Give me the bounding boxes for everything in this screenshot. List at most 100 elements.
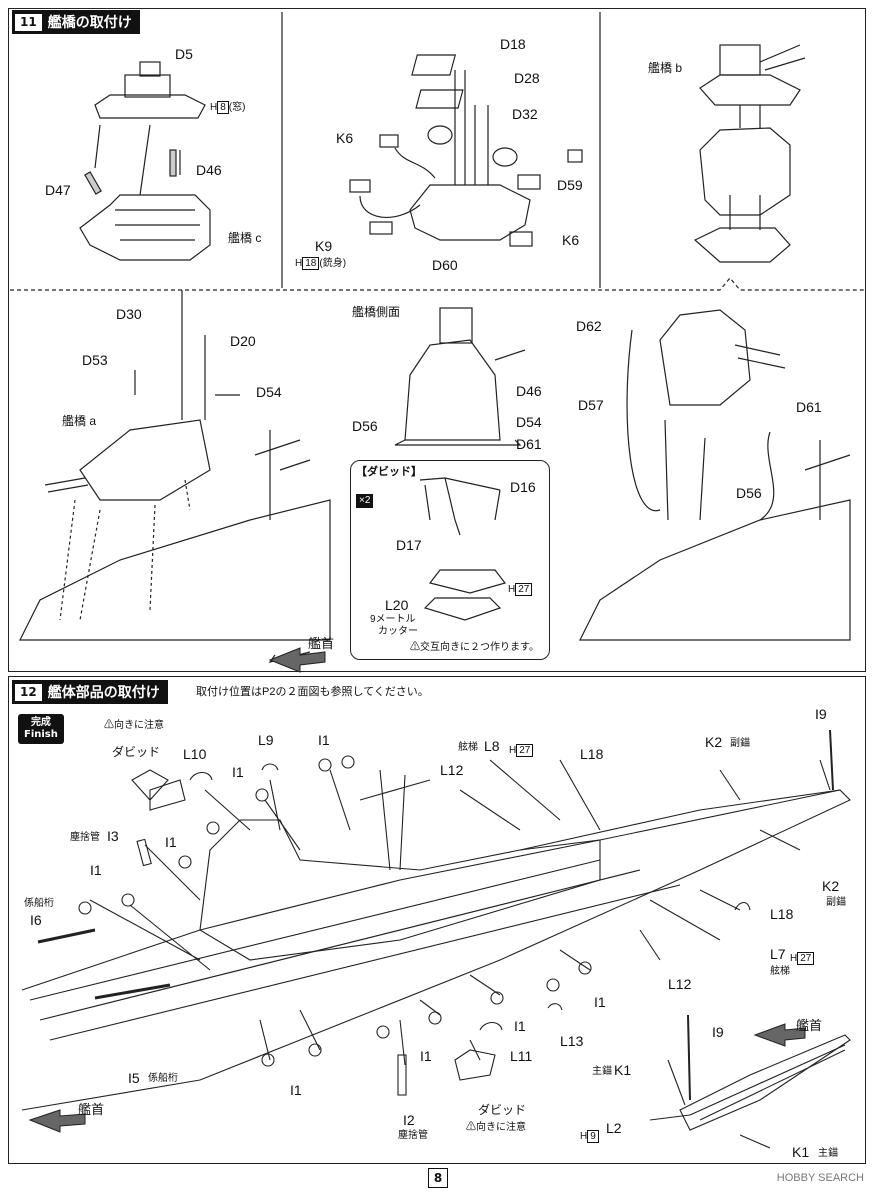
- ladder-label: 舷梯: [458, 742, 478, 753]
- part-d30-label: D30: [116, 306, 142, 322]
- davit-d17-label: D17: [396, 537, 422, 553]
- part-i1-label-b: I1: [232, 764, 244, 780]
- main-anchor-label-b: 主錨: [818, 1148, 838, 1159]
- part-k2-label-b: K2: [822, 878, 840, 894]
- finish-en: Finish: [24, 729, 58, 740]
- k2-note-a: 副錨: [730, 738, 750, 749]
- side-d56-label: D56: [352, 418, 378, 434]
- part-d59-label: D59: [557, 177, 583, 193]
- davit-x2-badge: ×2: [356, 494, 374, 508]
- part-d5-label: D5: [175, 46, 193, 62]
- part-d62-label: D62: [576, 318, 602, 334]
- part-l7-label: L7: [770, 946, 786, 962]
- part-i1-label-f: I1: [514, 1018, 526, 1034]
- part-d32-label: D32: [512, 106, 538, 122]
- part-i3-label: I3: [107, 828, 119, 844]
- part-l10-label: L10: [183, 746, 207, 762]
- side-d61-label: D61: [516, 436, 542, 452]
- part-k1-label-b: K1: [792, 1144, 810, 1160]
- dust-pipe-label: 塵捨管: [70, 832, 100, 843]
- part-d57-label: D57: [578, 397, 604, 413]
- warning-icon: ⚠: [466, 1122, 476, 1133]
- l7-h27-number: 27: [797, 952, 815, 965]
- davit-h27-number: 27: [515, 583, 533, 596]
- dust-pipe-label-b: 塵捨管: [398, 1130, 428, 1141]
- step12-header: 12 艦体部品の取付け: [12, 680, 168, 704]
- h8-number: 8: [217, 101, 229, 114]
- step11-title: 艦橋の取付け: [47, 15, 132, 31]
- part-i1-label-e: I1: [594, 994, 606, 1010]
- part-d20-label: D20: [230, 333, 256, 349]
- part-i1-label-a: I1: [318, 732, 330, 748]
- watermark: HOBBY SEARCH: [776, 1172, 864, 1184]
- davit-warn-label: ⚠向きに注意: [104, 720, 164, 732]
- part-l2-label: L2: [606, 1120, 622, 1136]
- bridge-side-title: 艦橋側面: [352, 305, 401, 319]
- step12-title: 艦体部品の取付け: [47, 685, 160, 701]
- step11-frame: [8, 8, 866, 672]
- l8-h27-number: 27: [516, 744, 534, 757]
- davit-title: 【ダビッド】: [356, 466, 422, 478]
- davit-warn-text-b: 向きに注意: [476, 1122, 526, 1133]
- part-d47-label: D47: [45, 182, 71, 198]
- h18-note: (銃身): [319, 258, 347, 269]
- main-anchor-label-a: 主錨: [592, 1066, 612, 1077]
- davit-d16-label: D16: [510, 479, 536, 495]
- part-k6-label-a: K6: [336, 130, 354, 146]
- step12-note: 取付け位置はP2の２面図も参照してください。: [196, 686, 429, 698]
- ladder-label-b: 舷梯: [770, 966, 790, 977]
- davit-callout: [350, 460, 550, 660]
- part-d46-label: D46: [196, 162, 222, 178]
- davit-label-12: ダビッド: [112, 745, 161, 759]
- part-l18-label-b: L18: [770, 906, 794, 922]
- warning-icon: ⚠: [104, 720, 114, 731]
- bridge-a-label: 艦橋 a: [62, 414, 97, 428]
- part-d61-label: D61: [796, 399, 822, 415]
- boom-label: 係船桁: [24, 898, 54, 909]
- h8-note: (窓): [228, 102, 246, 113]
- part-i1-label-c: I1: [165, 834, 177, 850]
- part-i1-label-h: I1: [290, 1082, 302, 1098]
- l20-desc-1: 9メートル: [370, 614, 416, 625]
- step12-number: 12: [15, 683, 42, 701]
- part-k1-label-a: K1: [614, 1062, 632, 1078]
- part-l18-label-a: L18: [580, 746, 604, 762]
- davit-warning-text: 交互向きに２つ作ります。: [420, 642, 539, 653]
- part-d60-label: D60: [432, 257, 458, 273]
- l20-desc-2: カッター: [378, 626, 418, 637]
- warning-icon: ⚠: [410, 642, 420, 653]
- side-d46-label: D46: [516, 383, 542, 399]
- part-i9-label-a: I9: [815, 706, 827, 722]
- finish-jp: 完成: [30, 717, 51, 728]
- part-i2-label: I2: [403, 1112, 415, 1128]
- h8-prefix: H: [210, 102, 218, 113]
- bow-label-11: 艦首: [308, 636, 335, 651]
- step11-number: 11: [15, 13, 42, 31]
- part-l8-label: L8: [484, 738, 500, 754]
- finish-badge: 完成 Finish: [18, 714, 64, 744]
- boom-label-b: 係船桁: [148, 1073, 178, 1084]
- part-d53-label: D53: [82, 352, 108, 368]
- part-k6-label-b: K6: [562, 232, 580, 248]
- bow-label-12a: 艦首: [78, 1102, 105, 1117]
- k2-note-b: 副錨: [826, 897, 846, 908]
- part-i5-label: I5: [128, 1070, 140, 1086]
- part-d56-label: D56: [736, 485, 762, 501]
- l7-h-prefix: H: [790, 953, 798, 964]
- part-k2-label-a: K2: [705, 734, 723, 750]
- part-l12-label-a: L12: [440, 762, 464, 778]
- davit-warning: ⚠交互向きに２つ作ります。: [410, 642, 539, 654]
- part-l12-label-b: L12: [668, 976, 692, 992]
- step11-header: 11 艦橋の取付け: [12, 10, 140, 34]
- l2-h9-number: 9: [587, 1130, 599, 1143]
- part-d28-label: D28: [514, 70, 540, 86]
- part-d54-label: D54: [256, 384, 282, 400]
